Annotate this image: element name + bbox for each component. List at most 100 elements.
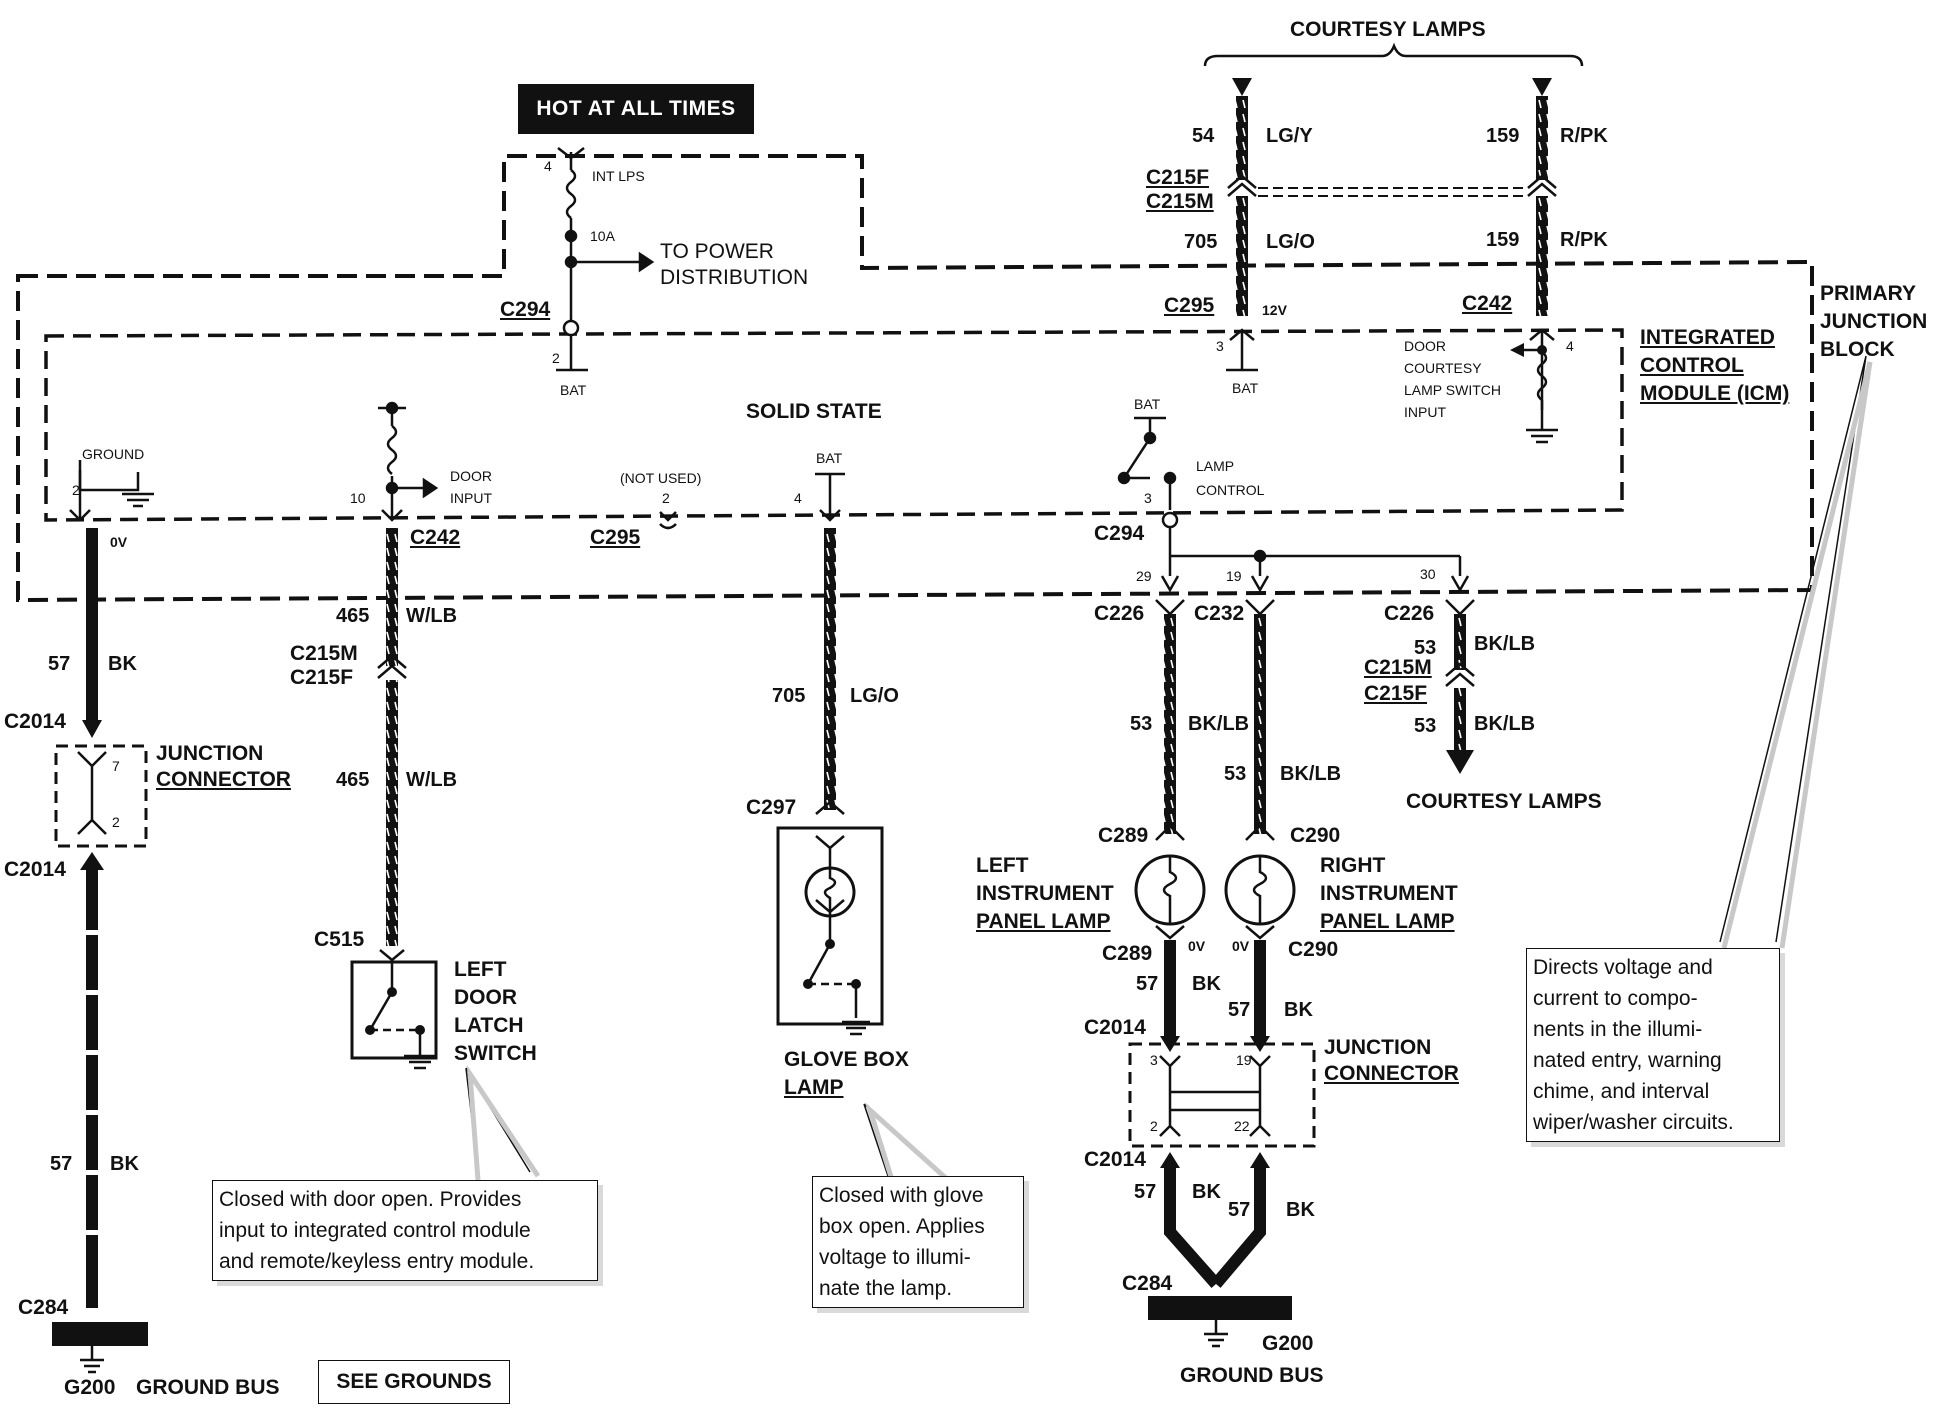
cd-switch-4: SWITCH <box>454 1042 537 1065</box>
ipl-lamp-2: INSTRUMENT <box>976 882 1114 905</box>
pjb-label-3: BLOCK <box>1820 338 1895 361</box>
cd-circuit: 465 <box>336 605 370 627</box>
courtesy-bracket <box>1203 42 1584 67</box>
note-pjb-line-4: nated entry, warning <box>1533 1049 1722 1072</box>
cd-switch-3: LATCH <box>454 1014 524 1037</box>
fuse-pin-top: 4 <box>544 158 552 174</box>
cg-pin-a: 7 <box>112 758 120 774</box>
lamp-control-2: CONTROL <box>1196 482 1265 498</box>
cgl-c297: C297 <box>746 796 797 819</box>
note-pjb-line-3: nents in the illumi- <box>1533 1018 1703 1041</box>
c294-lamp: C294 <box>1094 522 1145 545</box>
icm-label-3: MODULE (ICM) <box>1640 382 1790 405</box>
cd-color: W/LB <box>406 605 458 627</box>
ct-c242: C242 <box>1462 292 1513 315</box>
ip-jc-2: CONNECTOR <box>1324 1062 1459 1085</box>
ipr-c290: C290 <box>1290 824 1341 847</box>
ipl-lamp-3: PANEL LAMP <box>976 910 1111 933</box>
ground-pin-number: 2 <box>72 482 80 498</box>
ct-left-pin: 3 <box>1216 338 1224 354</box>
note-glove-line-2: box open. Applies <box>819 1215 985 1238</box>
ground-pin-volt: 0V <box>110 534 128 550</box>
ip-c226: C226 <box>1094 602 1145 625</box>
c294-fuse: C294 <box>500 298 551 321</box>
door-input-pullup <box>378 401 439 522</box>
door-input-2: INPUT <box>450 490 492 506</box>
ipc-c215f: C215F <box>1364 682 1428 705</box>
ipl-color-2: BK <box>1192 973 1221 995</box>
ip-gnd-right-circuit: 57 <box>1228 1199 1251 1221</box>
cg-color-2: BK <box>110 1153 139 1175</box>
ipr-lamp-3: PANEL LAMP <box>1320 910 1455 933</box>
cg-jc-2: CONNECTOR <box>156 768 291 791</box>
ipr-circuit-2: 57 <box>1228 999 1251 1021</box>
ip-jc-pin-3: 3 <box>1150 1052 1158 1068</box>
lc-pin-19: 19 <box>1226 568 1242 584</box>
cg-color: BK <box>108 653 137 675</box>
pjb-label-2: JUNCTION <box>1820 310 1928 333</box>
ct-12v: 12V <box>1262 302 1287 318</box>
see-grounds-box[interactable]: SEE GROUNDS <box>318 1360 510 1404</box>
ip-c284: C284 <box>1122 1272 1173 1295</box>
icm-label-2: CONTROL <box>1640 354 1744 377</box>
dcls-input-3: LAMP SWITCH <box>1404 382 1501 398</box>
ip-gnd-left-circuit: 57 <box>1134 1181 1157 1203</box>
note-door-line-2: input to integrated control module <box>219 1219 531 1242</box>
not-used-pin: 2 <box>662 490 670 506</box>
note-glove-line-4: nate the lamp. <box>819 1277 953 1300</box>
cg-jc-1: JUNCTION <box>156 742 264 765</box>
ipc-c215m: C215M <box>1364 656 1432 679</box>
glove-bat-pin <box>815 472 845 522</box>
ipc-circuit-2: 53 <box>1414 715 1437 737</box>
lc-pin-29: 29 <box>1136 568 1152 584</box>
ip-c226b: C226 <box>1384 602 1435 625</box>
note-door-switch: Closed with door open. Provides input to… <box>212 1180 598 1281</box>
cd-c215f: C215F <box>290 666 354 689</box>
ip-c232: C232 <box>1194 602 1245 625</box>
lamp-control-switch <box>1117 416 1470 593</box>
cgl-lamp-2: LAMP <box>784 1076 844 1099</box>
c242-door: C242 <box>410 526 461 549</box>
cgl-lamp-1: GLOVE BOX <box>784 1048 909 1071</box>
ct-left-color-top: LG/Y <box>1266 125 1313 147</box>
note-pjb-line-6: wiper/washer circuits. <box>1533 1111 1734 1134</box>
cg-pin-b: 2 <box>112 814 120 830</box>
ipr-volt: 0V <box>1232 938 1250 954</box>
cd-switch-2: DOOR <box>454 986 517 1009</box>
col-door-wire <box>350 528 438 1070</box>
lamp-control-bat: BAT <box>1134 396 1161 412</box>
ipl-lamp-1: LEFT <box>976 854 1029 877</box>
cgl-color: LG/O <box>850 685 899 707</box>
to-power-line1: TO POWER <box>660 240 774 263</box>
ct-c215f: C215F <box>1146 166 1210 189</box>
lamp-control-1: LAMP <box>1196 458 1235 474</box>
ipc-color-2: BK/LB <box>1474 713 1536 735</box>
ipl-volt: 0V <box>1188 938 1206 954</box>
to-power-line2: DISTRIBUTION <box>660 266 809 289</box>
door-input-1: DOOR <box>450 468 492 484</box>
glove-bat-pin-number: 4 <box>794 490 802 506</box>
icm-outline <box>44 328 1624 522</box>
col-ground-wire <box>52 528 148 1374</box>
cgl-circuit: 705 <box>772 685 806 707</box>
glove-bat-label: BAT <box>816 450 843 466</box>
ipl-c289: C289 <box>1098 824 1149 847</box>
ct-left-circuit-mid: 705 <box>1184 231 1218 253</box>
ground-pin-label: GROUND <box>82 446 145 462</box>
ipc-circuit: 53 <box>1414 637 1437 659</box>
ct-left-circuit-top: 54 <box>1192 125 1215 147</box>
cd-c215m: C215M <box>290 642 358 665</box>
ip-jc-pin-22: 22 <box>1234 1118 1250 1134</box>
note-glove-box: Closed with glove box open. Applies volt… <box>812 1176 1024 1308</box>
dcls-input-1: DOOR <box>1404 338 1446 354</box>
note-door-line-3: and remote/keyless entry module. <box>219 1250 535 1273</box>
ct-left-bat: BAT <box>1232 380 1259 396</box>
pjb-outline <box>16 154 1814 603</box>
cg-circuit-2: 57 <box>50 1153 73 1175</box>
ip-c2014-top: C2014 <box>1084 1016 1146 1039</box>
icm-label-1: INTEGRATED <box>1640 326 1775 349</box>
pjb-label-1: PRIMARY <box>1820 282 1917 305</box>
cd-circuit-2: 465 <box>336 769 370 791</box>
